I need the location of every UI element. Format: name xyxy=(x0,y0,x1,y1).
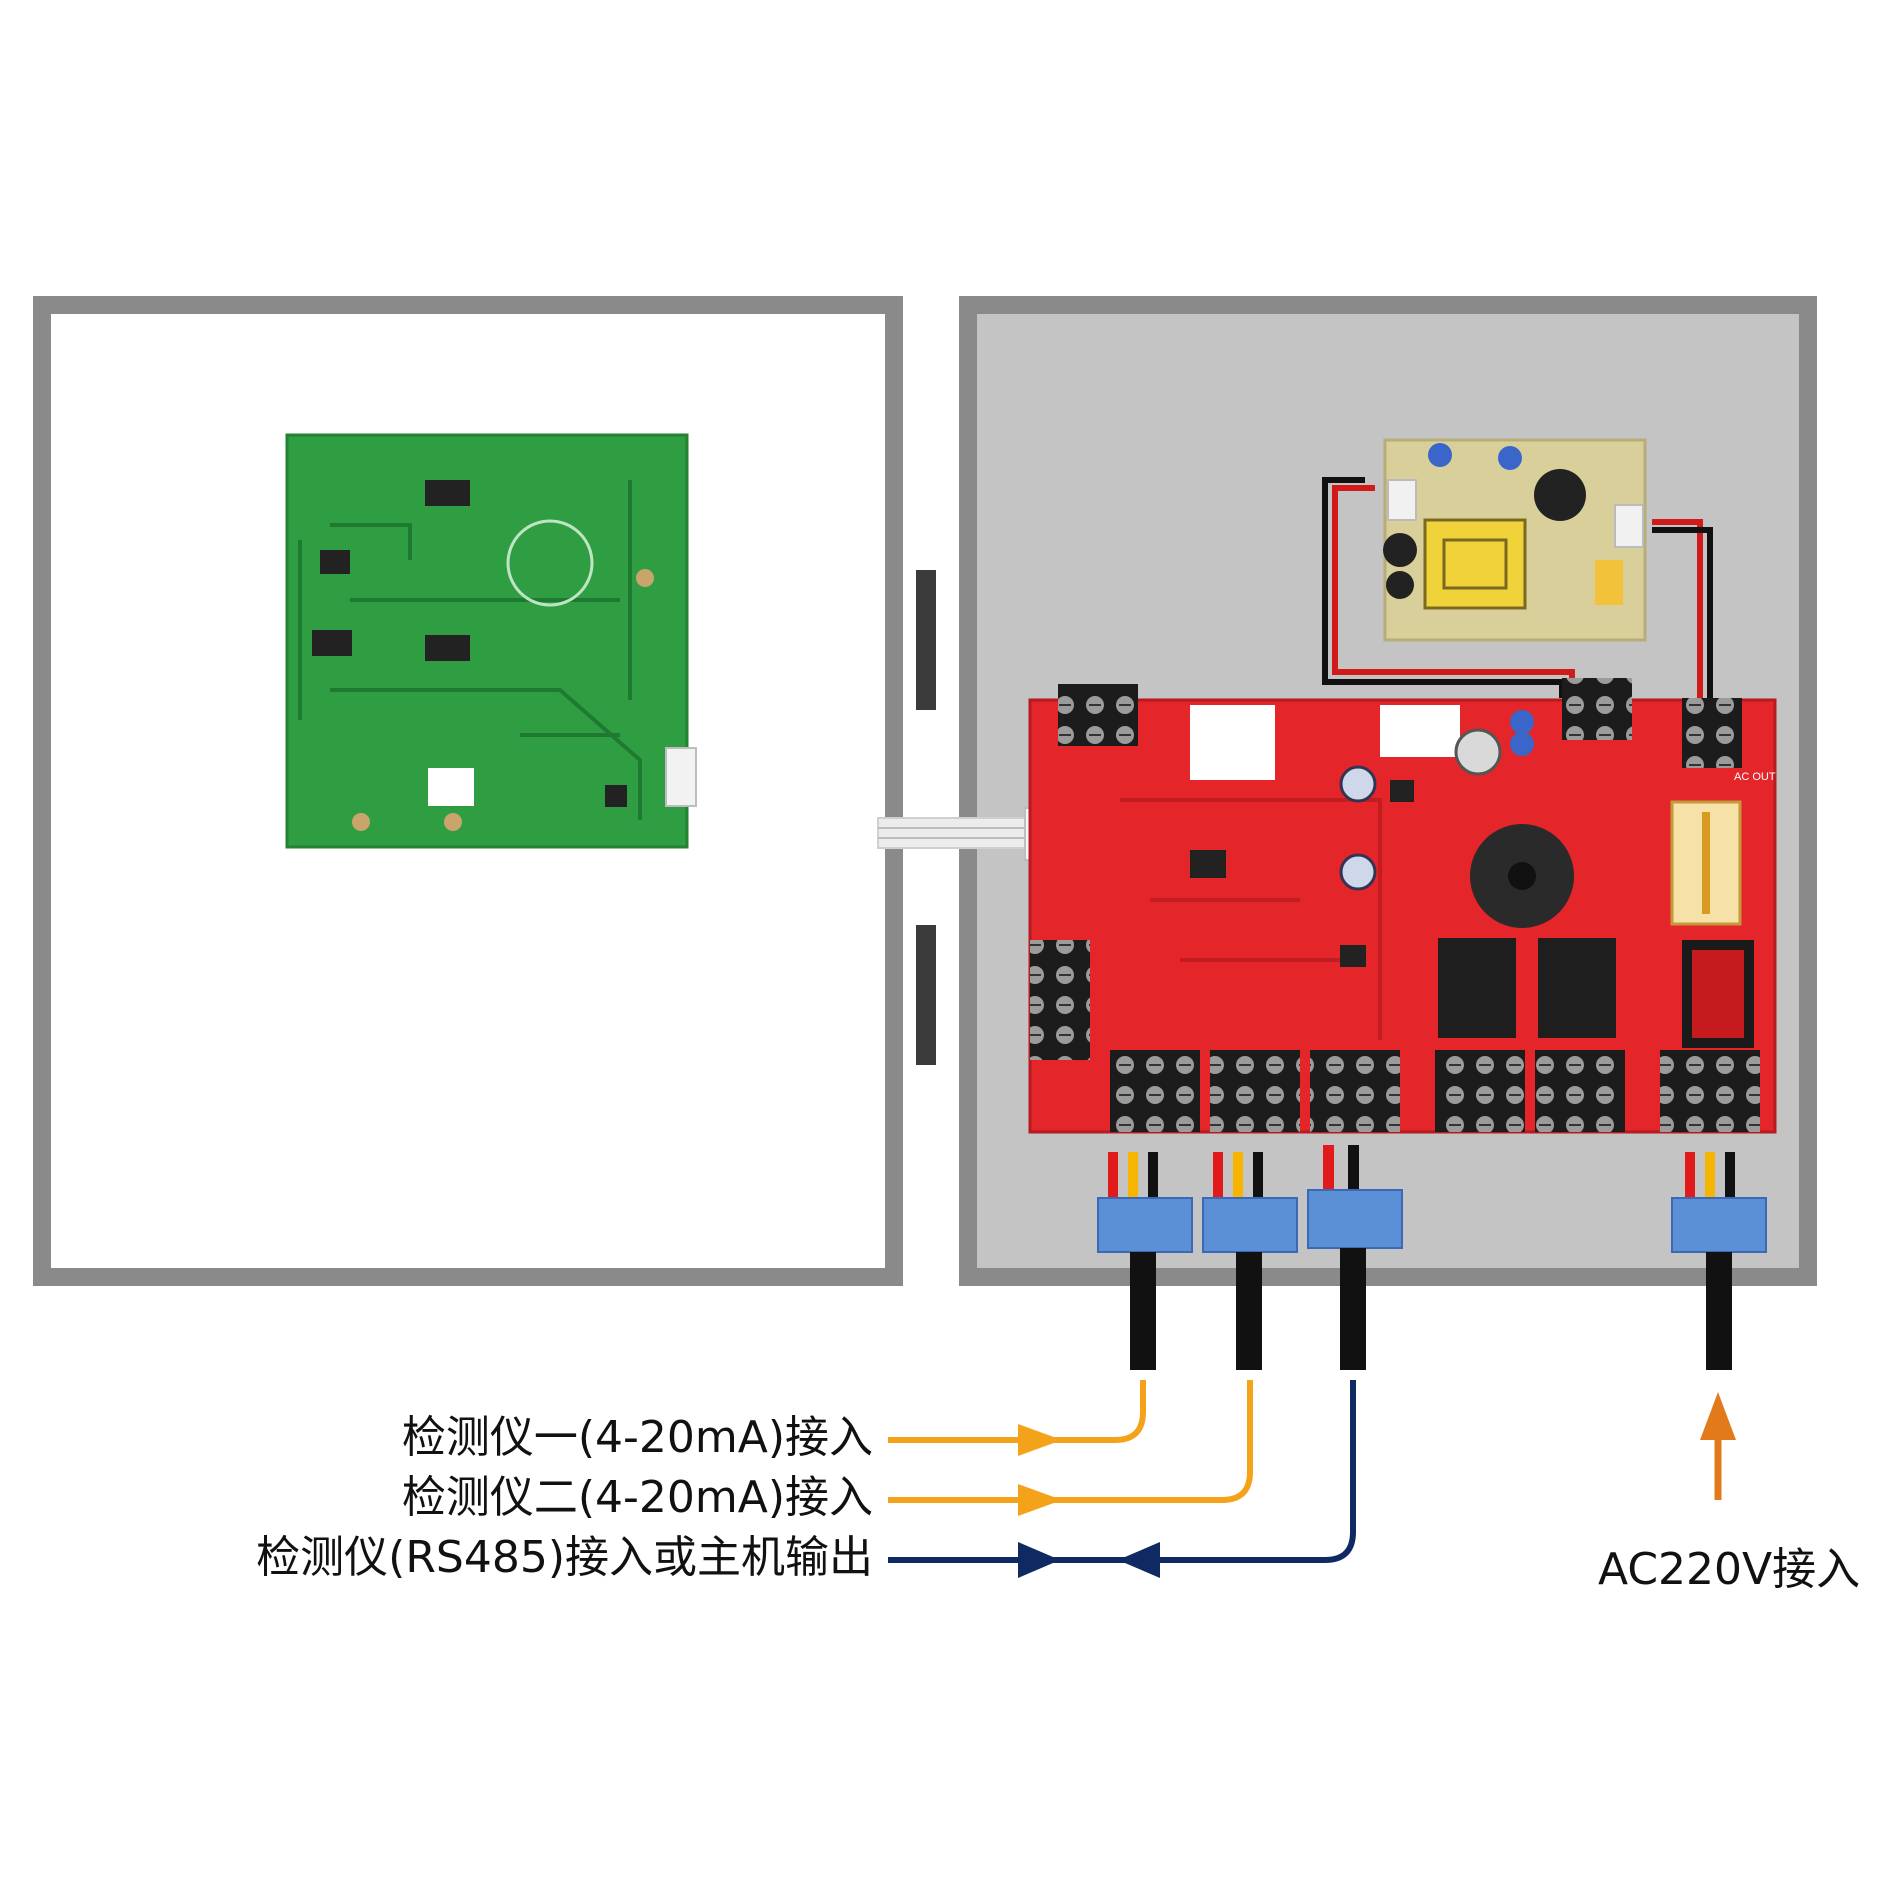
ac-out-marking: AC OUT xyxy=(1734,771,1776,783)
chip-icon xyxy=(605,785,627,807)
chip-icon xyxy=(425,635,470,661)
capacitor-icon xyxy=(1454,728,1502,776)
chip-icon xyxy=(1340,945,1366,967)
terminal-block-icon xyxy=(1210,1050,1300,1132)
power-input-arrow xyxy=(1700,1392,1736,1500)
arrow-icon xyxy=(1018,1424,1062,1456)
chip-icon xyxy=(1390,780,1414,802)
label-pad xyxy=(1190,705,1275,780)
fuse-icon xyxy=(1595,560,1623,605)
terminal-block-icon xyxy=(1058,684,1138,746)
connector-icon xyxy=(1097,1197,1193,1253)
capacitor-icon xyxy=(1498,446,1522,470)
connector-icon xyxy=(1307,1189,1403,1249)
terminal-block-icon xyxy=(1110,1050,1200,1132)
chip-icon xyxy=(1190,850,1226,878)
terminal-block-icon xyxy=(1682,698,1742,768)
cable-gland-detector-two xyxy=(1202,1152,1298,1370)
capacitor-icon xyxy=(1383,533,1417,567)
capacitor-icon xyxy=(1386,571,1414,599)
main-control-board: AC OUT xyxy=(1028,678,1777,1134)
relay-icon xyxy=(1538,938,1616,1038)
capacitor-icon xyxy=(1339,853,1377,891)
hinge-bottom xyxy=(916,925,936,1065)
signal-line-detector-two xyxy=(888,1380,1253,1516)
arrow-icon xyxy=(1700,1392,1736,1440)
relay-icon xyxy=(1438,938,1516,1038)
connector-socket xyxy=(1614,504,1644,548)
capacitor-icon xyxy=(1534,469,1586,521)
display-pcb-board xyxy=(285,433,697,849)
terminal-block-icon xyxy=(1030,940,1090,1060)
terminal-block-icon xyxy=(1435,1050,1525,1132)
chip-icon xyxy=(320,550,350,574)
hinge-group xyxy=(916,570,936,1065)
hinge-top xyxy=(916,570,936,710)
screw-icon xyxy=(352,813,370,831)
terminal-block-icon xyxy=(1660,1050,1760,1132)
capacitor-icon xyxy=(1428,443,1452,467)
power-supply-board xyxy=(1383,438,1647,642)
cable-gland-power xyxy=(1671,1152,1767,1370)
cable-gland-detector-one xyxy=(1097,1152,1193,1370)
capacitor-icon xyxy=(1510,732,1534,756)
transformer-icon xyxy=(1423,518,1527,610)
connector-icon xyxy=(1202,1197,1298,1253)
cable-gland-rs485 xyxy=(1307,1145,1403,1370)
connector-icon xyxy=(1671,1197,1767,1253)
label-detector-rs485: 检测仪(RS485)接入或主机输出 xyxy=(256,1532,873,1583)
connector-socket xyxy=(1387,479,1417,521)
terminal-block-icon xyxy=(1562,678,1632,740)
screw-icon xyxy=(636,569,654,587)
connector-socket xyxy=(665,747,697,807)
label-power-input: AC220V接入 xyxy=(1598,1544,1861,1595)
arrow-icon xyxy=(1018,1542,1060,1578)
arrow-icon xyxy=(1118,1542,1160,1578)
capacitor-icon xyxy=(1339,765,1377,803)
chip-icon xyxy=(312,630,352,656)
label-pad xyxy=(1380,705,1460,757)
label-pad xyxy=(428,768,474,806)
capacitor-icon xyxy=(1510,710,1534,734)
display-ring xyxy=(506,519,594,607)
terminal-block-icon xyxy=(1310,1050,1400,1132)
screw-icon xyxy=(444,813,462,831)
signal-line-detector-one xyxy=(888,1380,1146,1456)
arrow-icon xyxy=(1018,1484,1062,1516)
terminal-block-icon xyxy=(1535,1050,1625,1132)
label-detector-two: 检测仪二(4-20mA)接入 xyxy=(401,1472,873,1523)
chip-icon xyxy=(425,480,470,506)
signal-line-rs485 xyxy=(888,1380,1356,1578)
label-detector-one: 检测仪一(4-20mA)接入 xyxy=(401,1412,873,1463)
